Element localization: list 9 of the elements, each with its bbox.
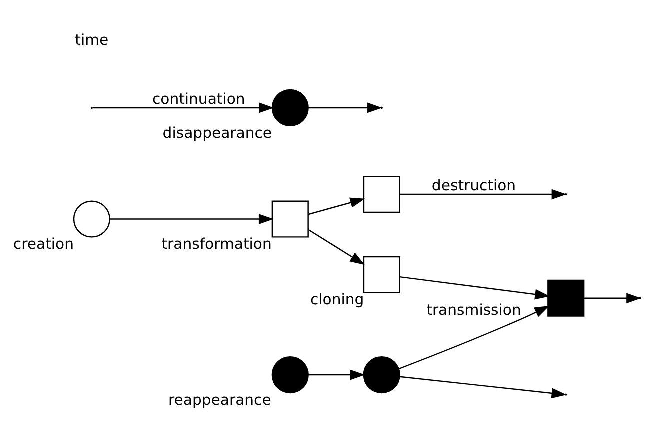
label: time — [75, 32, 109, 49]
node-label: cloning — [310, 291, 364, 308]
node-label: transformation — [162, 236, 272, 253]
edge-label: transmission — [426, 302, 522, 319]
edge-label: destruction — [432, 176, 516, 194]
node-label: creation — [13, 236, 74, 253]
edge-label: continuation — [152, 90, 246, 108]
node-label: reappearance — [168, 391, 272, 408]
node-label: disappearance — [162, 124, 272, 142]
